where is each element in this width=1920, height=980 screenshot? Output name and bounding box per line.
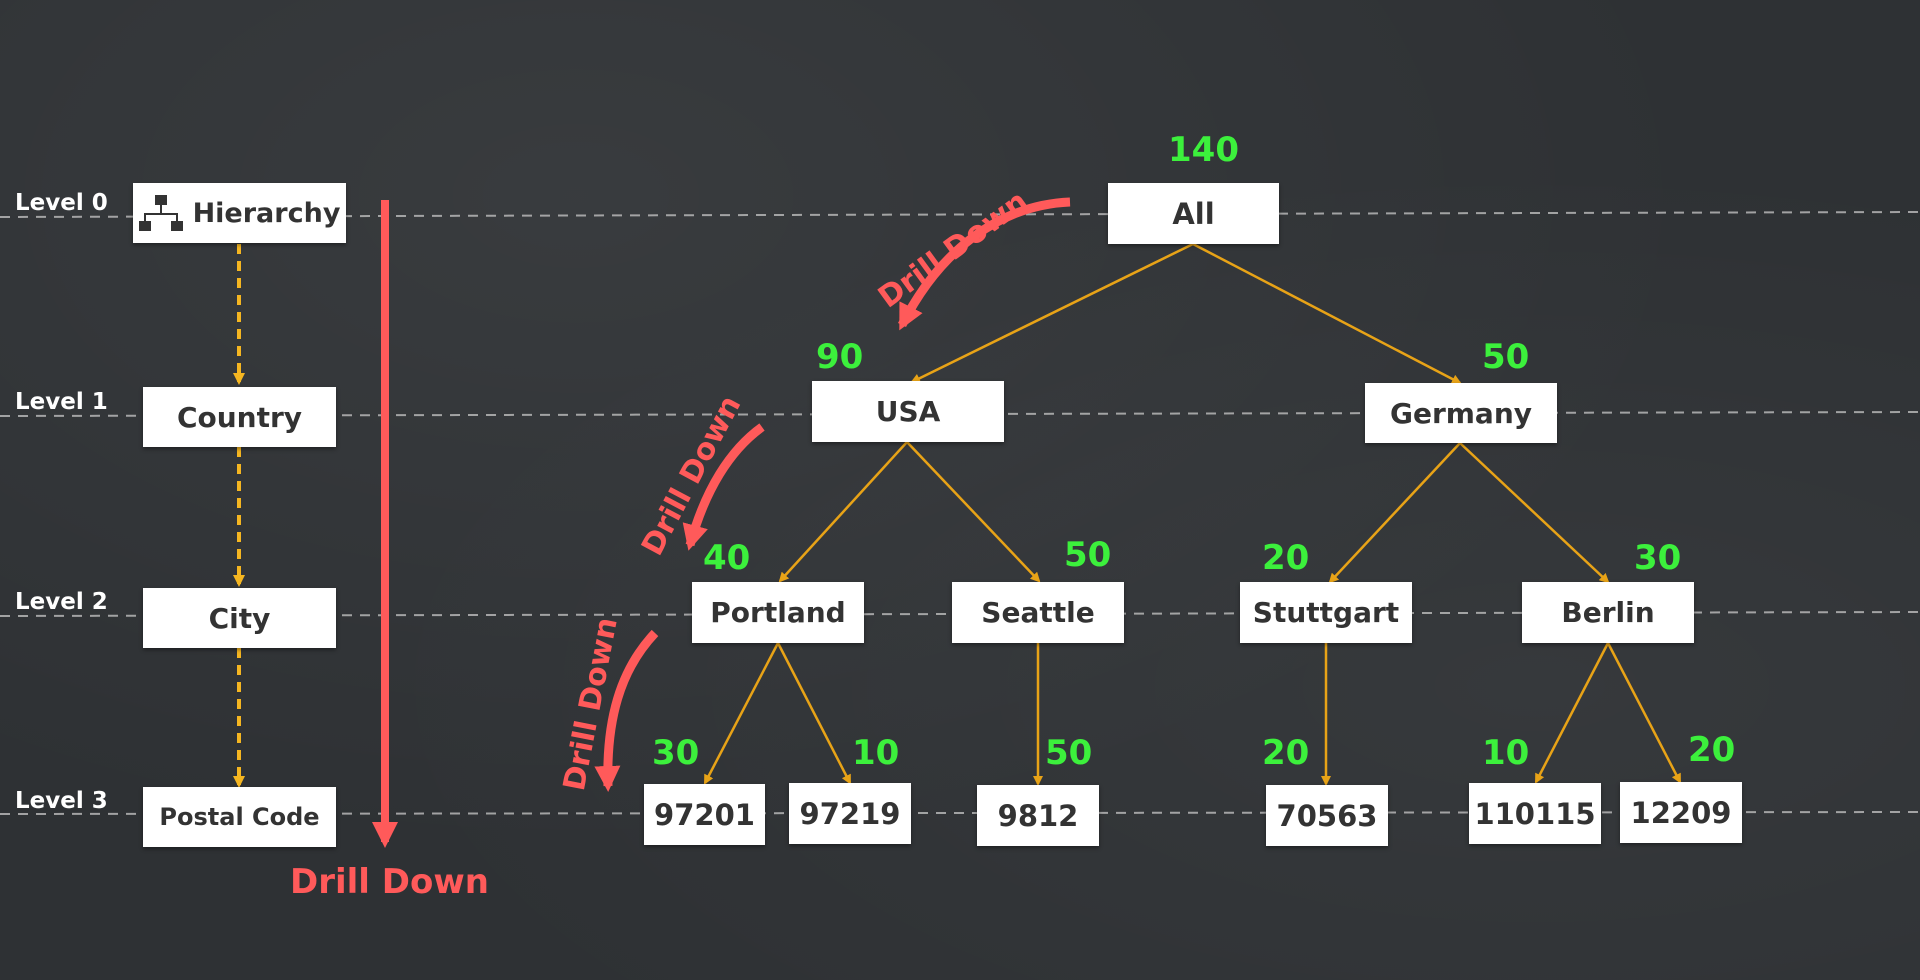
drill-down-main-label: Drill Down (290, 862, 489, 902)
node-usa: USA (812, 381, 1004, 442)
value-70563: 20 (1262, 733, 1310, 773)
level-1-label: Level 1 (15, 389, 108, 415)
edge-all-germany (1192, 242, 1462, 385)
node-stuttgart: Stuttgart (1240, 582, 1412, 643)
value-berlin: 30 (1634, 538, 1682, 578)
node-97219: 97219 (789, 783, 911, 844)
edge-germany-stuttgart (1328, 442, 1461, 584)
edge-portland-97201 (703, 642, 780, 785)
value-97219: 10 (852, 733, 900, 773)
value-12209: 20 (1688, 730, 1736, 770)
level-0-guide-line (0, 211, 1920, 218)
value-usa: 90 (816, 337, 864, 377)
node-seattle: Seattle (952, 582, 1124, 643)
value-germany: 50 (1482, 337, 1530, 377)
node-97201: 97201 (644, 784, 765, 845)
drill-down-curve-arrow-1 (897, 197, 1071, 331)
level-3-label: Level 3 (15, 788, 108, 814)
drill-down-curve-arrow-2 (682, 423, 765, 551)
value-all: 140 (1168, 130, 1239, 170)
level-0-label: Level 0 (15, 190, 108, 216)
value-9812: 50 (1045, 733, 1093, 773)
drill-down-curve-arrow-3 (594, 629, 659, 792)
edge-berlin-12209 (1606, 642, 1682, 784)
hierarchy-icon (138, 195, 183, 231)
node-110115: 110115 (1469, 783, 1601, 844)
node-germany: Germany (1365, 383, 1557, 443)
value-portland: 40 (703, 538, 751, 578)
hierarchy-item-city: City (143, 588, 336, 648)
edge-usa-seattle (906, 441, 1041, 583)
hierarchy-root-label: Hierarchy (192, 197, 341, 229)
node-all: All (1108, 183, 1279, 244)
edge-berlin-110115 (1534, 642, 1610, 784)
node-portland: Portland (692, 582, 864, 643)
value-seattle: 50 (1064, 535, 1112, 575)
value-97201: 30 (652, 733, 700, 773)
level-3-guide-line (0, 811, 1920, 815)
hierarchy-item-postal-code: Postal Code (143, 787, 336, 847)
edge-all-usa (910, 242, 1194, 384)
hierarchy-root-box: Hierarchy (133, 183, 346, 243)
edge-usa-portland (778, 441, 908, 583)
node-berlin: Berlin (1522, 582, 1694, 643)
node-12209: 12209 (1620, 782, 1742, 843)
value-110115: 10 (1482, 733, 1530, 773)
level-2-label: Level 2 (15, 589, 108, 615)
edge-portland-97219 (776, 642, 852, 785)
node-9812: 9812 (977, 785, 1099, 846)
hierarchy-item-country: Country (143, 387, 336, 447)
value-stuttgart: 20 (1262, 538, 1310, 578)
edge-germany-berlin (1459, 442, 1610, 584)
node-70563: 70563 (1266, 785, 1388, 846)
